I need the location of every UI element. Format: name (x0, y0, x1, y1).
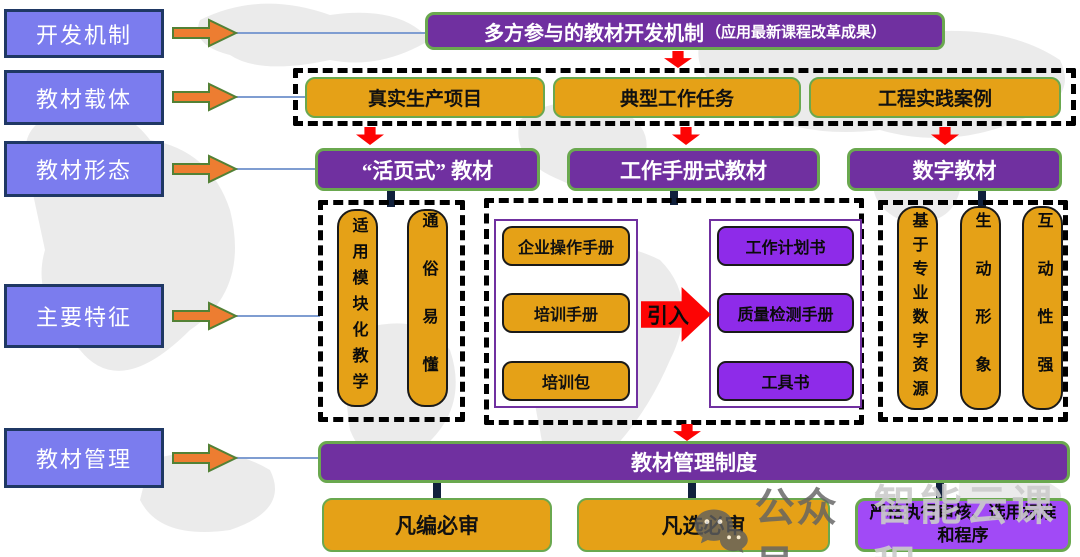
management-box-edit-review: 凡编必审 (322, 498, 552, 552)
carrier-box-work-task: 典型工作任务 (553, 77, 801, 118)
sidebar-label-carrier: 教材载体 (4, 70, 164, 125)
feature-pill-interactive: 互动性强 (1022, 206, 1063, 410)
management-system-box: 教材管理制度 (318, 441, 1070, 483)
feature-pill-digital-resource: 基于专业数字资源 (897, 206, 938, 410)
arrow-right-icon (172, 154, 238, 184)
output-box-work-plan: 工作计划书 (717, 226, 854, 266)
feature-pill-easy: 通俗易懂 (407, 209, 448, 407)
management-box-strict-standard: 严格执行审核、选用标准和程序 (855, 498, 1071, 552)
feature-pill-vivid: 生动形象 (960, 206, 1001, 410)
connector-line (236, 168, 316, 170)
source-box-training-package: 培训包 (502, 361, 630, 401)
connector-stub (433, 483, 441, 499)
digital-features-container (878, 200, 1068, 422)
loose-leaf-features-container (318, 200, 465, 422)
carriers-container (293, 68, 1076, 126)
sidebar-label-mechanism: 开发机制 (4, 9, 164, 58)
connector-line (236, 32, 427, 34)
connector-line (236, 457, 320, 459)
carrier-box-practice-case: 工程实践案例 (809, 77, 1061, 118)
connector-stub (978, 191, 986, 207)
connector-stub (387, 191, 395, 207)
arrow-right-icon (172, 18, 238, 48)
connector-line (236, 96, 306, 98)
mechanism-title: 多方参与的教材开发机制 (483, 22, 704, 45)
management-box-select-review: 凡选必审 (577, 498, 830, 552)
mechanism-box: 多方参与的教材开发机制（应用最新课程改革成果） (425, 12, 945, 50)
feature-pill-modular: 适用模块化教学 (337, 209, 378, 407)
connector-line (236, 315, 320, 317)
output-box-quality-manual: 质量检测手册 (717, 293, 854, 333)
form-box-handbook: 工作手册式教材 (567, 148, 820, 191)
import-arrow-label: 引入 (647, 303, 689, 328)
sidebar-label-management: 教材管理 (4, 428, 164, 488)
connector-stub (936, 483, 944, 499)
sidebar-label-form: 教材形态 (4, 141, 164, 197)
form-box-loose-leaf: “活页式” 教材 (315, 148, 540, 191)
arrow-right-icon (172, 301, 238, 331)
sidebar-label-feature: 主要特征 (4, 284, 164, 348)
connector-stub (688, 483, 696, 499)
source-box-enterprise-manual: 企业操作手册 (502, 226, 630, 266)
form-box-digital: 数字教材 (847, 148, 1062, 191)
carrier-box-real-project: 真实生产项目 (305, 77, 545, 118)
output-box-reference-book: 工具书 (717, 361, 854, 401)
source-box-training-manual: 培训手册 (502, 293, 630, 333)
mechanism-note: （应用最新课程改革成果） (705, 24, 886, 41)
arrow-right-icon (172, 82, 238, 112)
arrow-right-icon (172, 443, 238, 473)
